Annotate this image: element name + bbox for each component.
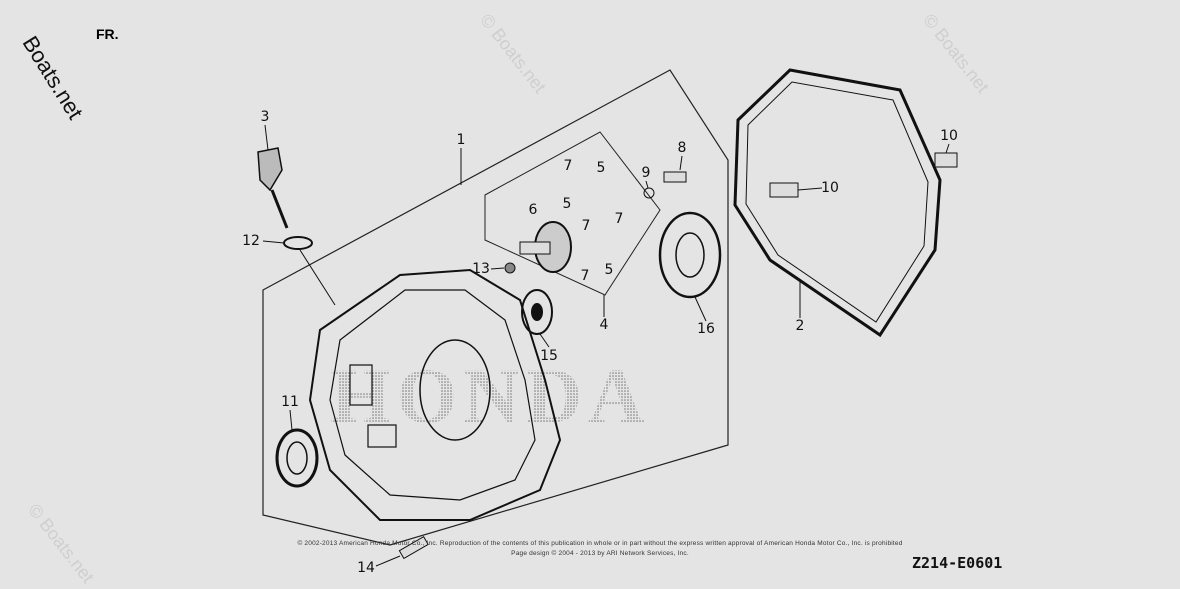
callout-2[interactable]: 2: [795, 318, 805, 334]
case-cover-part[interactable]: [308, 268, 562, 521]
washer-9[interactable]: [643, 187, 655, 199]
flange-bolt-14[interactable]: [398, 535, 429, 560]
callout-8[interactable]: 8: [677, 140, 687, 156]
callout-4[interactable]: 4: [599, 317, 609, 333]
bearing-15[interactable]: [521, 289, 553, 335]
bearing-16[interactable]: [658, 211, 722, 299]
leader-lines: [262, 124, 950, 567]
callout-9[interactable]: 9: [641, 165, 651, 181]
copyright-line: © 2002-2013 American Honda Motor Co., In…: [297, 540, 903, 547]
callout-16[interactable]: 16: [697, 321, 715, 337]
governor-outline: [484, 131, 661, 296]
callout-7[interactable]: 7: [563, 158, 573, 174]
dowel-pin-10b[interactable]: [934, 152, 958, 168]
callout-7[interactable]: 7: [580, 268, 590, 284]
governor-gear-6[interactable]: [519, 221, 572, 273]
callout-14[interactable]: 14: [357, 560, 375, 576]
callout-12[interactable]: 12: [242, 233, 260, 249]
bolt-8[interactable]: [663, 171, 687, 183]
callout-13[interactable]: 13: [472, 261, 490, 277]
o-ring-12[interactable]: [283, 236, 313, 250]
callout-3[interactable]: 3: [260, 109, 270, 125]
callout-11[interactable]: 11: [281, 394, 299, 410]
gasket-part[interactable]: [733, 68, 942, 338]
diagram-code: Z214-E0601: [912, 554, 1003, 572]
page-design-credit: Page design © 2004 - 2013 by ARI Network…: [511, 550, 689, 557]
callout-7[interactable]: 7: [614, 211, 624, 227]
callout-5[interactable]: 5: [562, 196, 572, 212]
callout-7[interactable]: 7: [581, 218, 591, 234]
assembly-outline: [262, 69, 729, 546]
oil-seal-11[interactable]: [275, 428, 319, 488]
callout-10[interactable]: 10: [940, 128, 958, 144]
callout-10[interactable]: 10: [821, 180, 839, 196]
callout-15[interactable]: 15: [540, 348, 558, 364]
callout-1[interactable]: 1: [456, 132, 466, 148]
washer-13[interactable]: [504, 262, 516, 274]
oil-filler-cap-3[interactable]: [257, 147, 289, 229]
callout-6[interactable]: 6: [528, 202, 538, 218]
dowel-pin-10a[interactable]: [769, 182, 799, 198]
gasket-inner-edge: [745, 81, 929, 323]
callout-5[interactable]: 5: [596, 160, 606, 176]
front-direction-marker: FR.: [96, 26, 119, 42]
callout-5[interactable]: 5: [604, 262, 614, 278]
